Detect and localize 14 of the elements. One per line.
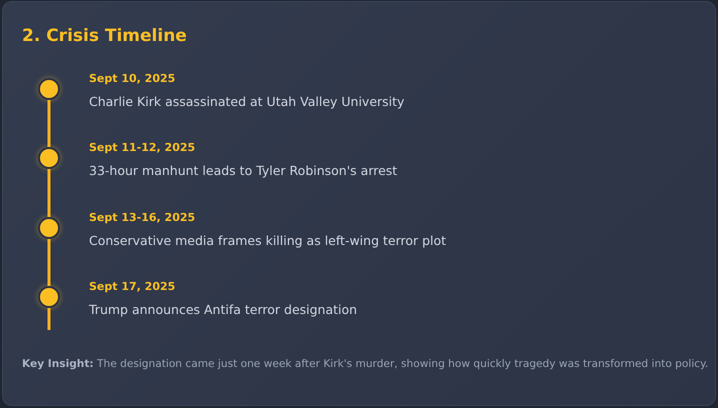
event-date: Sept 13-16, 2025 (89, 211, 196, 224)
timeline-line (48, 100, 50, 147)
timeline-line (48, 169, 50, 217)
event-date: Sept 17, 2025 (89, 280, 176, 293)
event-description: Charlie Kirk assassinated at Utah Valley University (89, 94, 404, 109)
event-description: Trump announces Antifa terror designation (89, 302, 358, 317)
key-insight-note: Key Insight: The designation came just one week after Kirk's murder, showing how quickly tragedy was transformed into policy. (22, 358, 708, 370)
event-date: Sept 10, 2025 (89, 72, 176, 85)
event-description: 33-hour manhunt leads to Tyler Robinson's arrest (89, 163, 398, 178)
timeline-line (48, 239, 50, 286)
event-date: Sept 11-12, 2025 (89, 141, 196, 154)
event-description: Conservative media frames killing as left-wing terror plot (89, 233, 446, 248)
section-title: 2. Crisis Timeline (22, 26, 187, 46)
timeline-line (48, 308, 50, 330)
